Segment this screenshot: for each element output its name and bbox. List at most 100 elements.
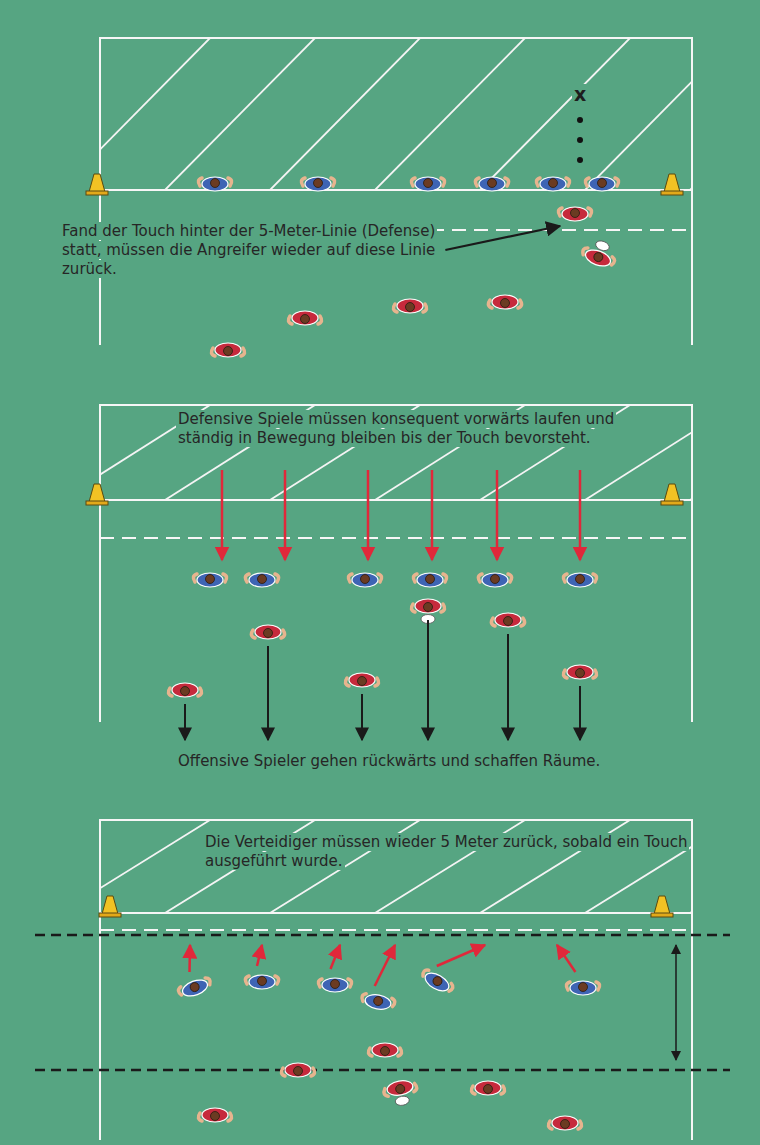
defender-player (488, 295, 521, 309)
cone-body (89, 174, 105, 192)
defender-player (211, 343, 244, 357)
head (484, 1085, 493, 1094)
head (264, 629, 273, 638)
field-boundary (100, 38, 692, 345)
defender-player (168, 683, 201, 697)
defender-player (251, 625, 284, 639)
torso (202, 1108, 228, 1122)
cone-base (651, 913, 673, 917)
try-line (100, 912, 692, 914)
retreat-arrow (507, 634, 509, 740)
five-meter-marker (35, 1069, 730, 1072)
defender-player (288, 311, 321, 325)
attacker-player (475, 177, 508, 191)
head (224, 347, 233, 356)
cone (99, 896, 121, 917)
ball (395, 1095, 410, 1106)
annotation-text: Die Verteidiger müssen wieder 5 Meter zu… (203, 833, 703, 871)
head (504, 617, 513, 626)
hatch-line (100, 38, 210, 190)
head (211, 179, 220, 188)
head (314, 179, 323, 188)
head (211, 1112, 220, 1121)
head (491, 575, 500, 584)
advance-arrow (431, 470, 434, 560)
head (358, 677, 367, 686)
cone (661, 484, 683, 505)
path-dot (577, 157, 583, 163)
attacker-player (198, 177, 231, 191)
head (549, 179, 558, 188)
head (593, 251, 605, 263)
head (424, 179, 433, 188)
attacker-player (177, 976, 213, 1001)
in-goal-hatching (100, 405, 692, 500)
torso (292, 311, 318, 325)
head (426, 575, 435, 584)
head (424, 603, 433, 612)
cone (651, 896, 673, 917)
defender-player (345, 673, 378, 687)
retreat-arrow (437, 945, 485, 966)
annotation-text: Defensive Spiele müssen konsequent vorwä… (176, 410, 671, 448)
path-dot (577, 137, 583, 143)
torso (386, 1079, 414, 1097)
head (395, 1084, 405, 1094)
retreat-arrow (184, 704, 186, 740)
torso (492, 295, 518, 309)
defender-player (580, 236, 620, 270)
attacker-player (419, 968, 455, 997)
cone-base (661, 191, 683, 195)
torso (479, 177, 505, 191)
torso (562, 207, 588, 221)
text-run: Offensive Spieler gehen rückwärts und sc… (176, 752, 602, 770)
torso (180, 977, 209, 999)
head (258, 575, 267, 584)
cone (86, 174, 108, 195)
cone-base (86, 191, 108, 195)
annotation-text: Offensive Spieler gehen rückwärts und sc… (176, 752, 646, 771)
attacker-player (566, 981, 599, 995)
head (381, 1047, 390, 1056)
defender-player (491, 613, 524, 627)
defender-player (382, 1078, 419, 1108)
field-panel (60, 405, 760, 722)
cone-body (102, 896, 118, 914)
distance-arrow (675, 945, 677, 1060)
leader-arrow (445, 226, 560, 250)
head (579, 983, 588, 992)
field-boundary (100, 405, 692, 722)
torso (305, 177, 331, 191)
retreat-arrow (267, 646, 269, 740)
head (571, 209, 580, 218)
advance-arrow (579, 470, 582, 560)
head (331, 980, 340, 989)
head (301, 315, 310, 324)
retreat-arrow (375, 945, 395, 986)
attacker-player (245, 573, 278, 587)
cone-base (86, 501, 108, 505)
cone (661, 174, 683, 195)
attacker-player (411, 177, 444, 191)
ball (594, 239, 610, 252)
head (561, 1120, 570, 1129)
defender-player (281, 1063, 314, 1077)
torso (475, 1081, 501, 1095)
head (406, 303, 415, 312)
head (294, 1067, 303, 1076)
attacker-player (301, 177, 334, 191)
head (189, 981, 201, 993)
retreat-arrow (579, 686, 581, 740)
defender-player (548, 1116, 581, 1130)
torso (397, 299, 423, 313)
head (501, 299, 510, 308)
defender-player (563, 665, 596, 679)
attacker-player (478, 573, 511, 587)
torso (495, 613, 521, 627)
retreat-arrow (361, 694, 363, 740)
torso (567, 573, 593, 587)
cone-body (89, 484, 105, 502)
retreat-arrow (188, 945, 191, 972)
torso (202, 177, 228, 191)
